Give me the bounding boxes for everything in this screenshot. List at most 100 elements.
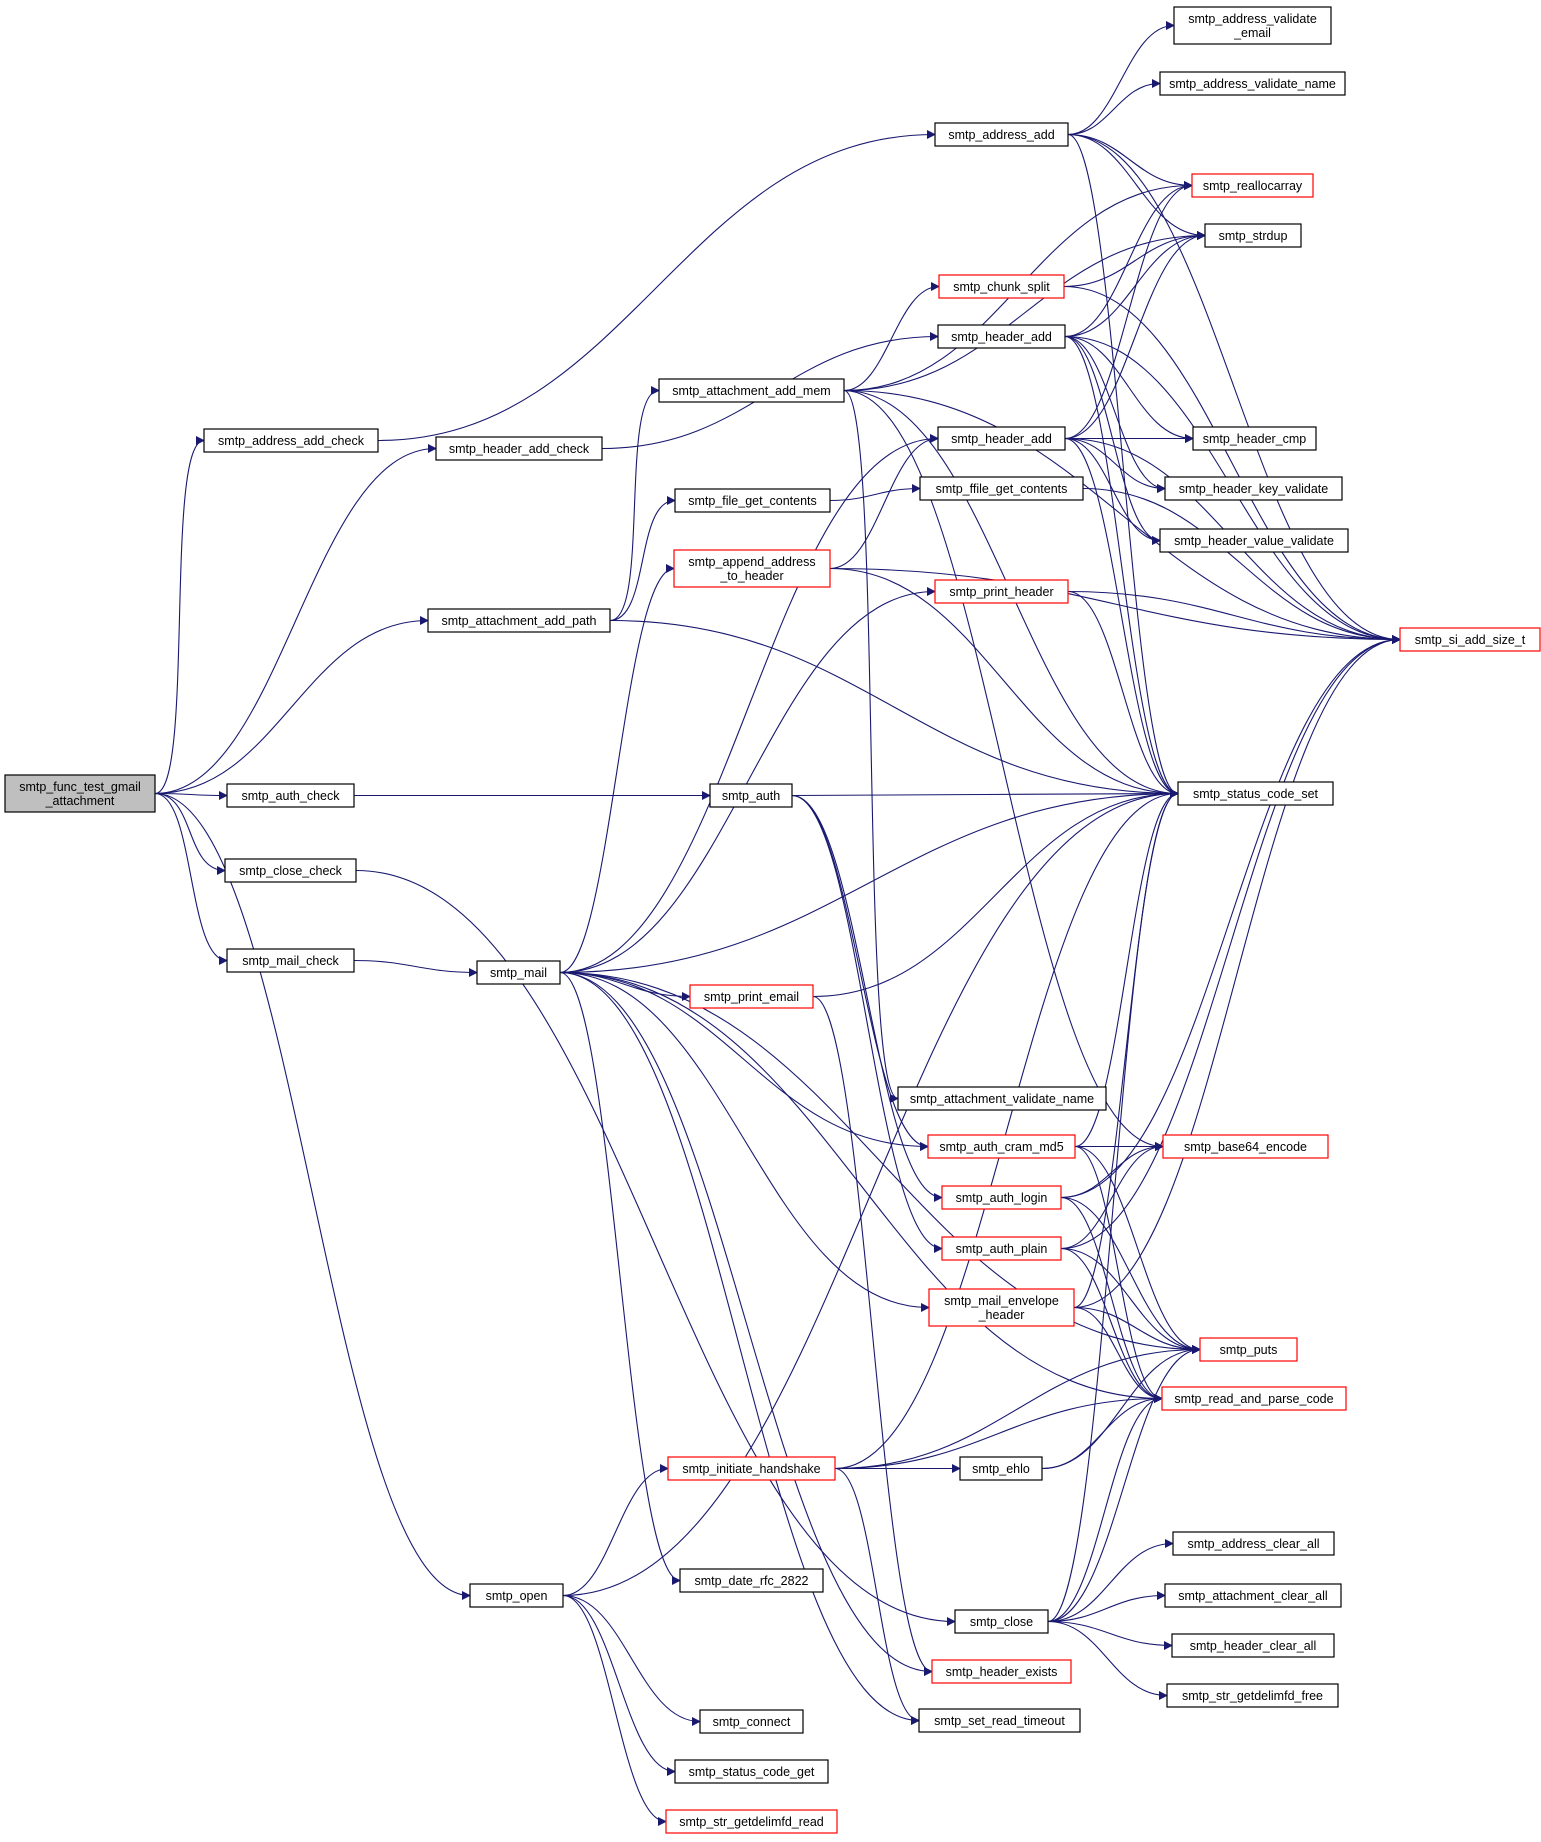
node-label: smtp_open — [486, 1589, 548, 1603]
edge-mail-to-append_address — [559, 564, 675, 974]
edge-auth-to-status_code_set — [791, 789, 1179, 799]
edge-mail-to-status_code_set — [559, 789, 1179, 974]
node-initiate-handshake[interactable]: smtp_initiate_handshake — [667, 1456, 836, 1481]
node-status-code-set[interactable]: smtp_status_code_set — [1177, 781, 1334, 806]
node-connect[interactable]: smtp_connect — [699, 1709, 804, 1734]
node-close[interactable]: smtp_close — [954, 1609, 1049, 1634]
edge-auth_cram_md5-to-puts — [1074, 1145, 1201, 1354]
node-header-value-validate[interactable]: smtp_header_value_validate — [1159, 528, 1349, 553]
node-label: smtp_address_add_check — [218, 434, 365, 448]
edge-root-to-address_add_check — [154, 436, 205, 795]
node-str-getdelimfd-free[interactable]: smtp_str_getdelimfd_free — [1166, 1683, 1339, 1708]
edge-ehlo-to-read_and_parse_code — [1041, 1394, 1163, 1470]
node-ehlo[interactable]: smtp_ehlo — [959, 1456, 1043, 1481]
node-box — [1399, 627, 1541, 652]
node-label: _attachment — [45, 794, 115, 808]
node-auth-cram-md5[interactable]: smtp_auth_cram_md5 — [927, 1134, 1076, 1159]
node-box — [928, 1288, 1075, 1327]
edge-auth_login-to-read_and_parse_code — [1060, 1196, 1163, 1403]
node-header-clear-all[interactable]: smtp_header_clear_all — [1171, 1633, 1335, 1658]
node-auth[interactable]: smtp_auth — [709, 783, 793, 808]
node-strdup[interactable]: smtp_strdup — [1204, 223, 1302, 248]
edge-attachment_add_mem-to-chunk_split — [843, 282, 940, 392]
node-si-add-size-t[interactable]: smtp_si_add_size_t — [1399, 627, 1541, 652]
edge-close-to-str_getdelimfd_free — [1047, 1620, 1168, 1700]
edge-auth_plain-to-read_and_parse_code — [1060, 1247, 1163, 1403]
node-box — [1161, 1386, 1347, 1411]
node-address-validate-email[interactable]: smtp_address_validate_email — [1173, 6, 1332, 45]
edge-close_check-to-close — [355, 869, 956, 1626]
node-print-email[interactable]: smtp_print_email — [689, 984, 814, 1009]
node-header-add-1[interactable]: smtp_header_add — [937, 324, 1066, 349]
node-box — [679, 1568, 824, 1593]
edge-initiate_handshake-to-read_and_parse_code — [834, 1394, 1163, 1470]
node-base64-encode[interactable]: smtp_base64_encode — [1162, 1134, 1329, 1159]
edge-root-to-header_add_check — [154, 444, 437, 795]
edge-mail-to-header_exists — [559, 971, 933, 1676]
node-mail[interactable]: smtp_mail — [476, 960, 561, 985]
node-auth-plain[interactable]: smtp_auth_plain — [941, 1236, 1062, 1261]
node-box — [954, 1609, 1049, 1634]
node-header-add-2[interactable]: smtp_header_add — [937, 426, 1066, 451]
node-attachment-clear-all[interactable]: smtp_attachment_clear_all — [1164, 1583, 1342, 1608]
node-label: smtp_header_clear_all — [1190, 1639, 1316, 1653]
edge-append_address-to-status_code_set — [829, 567, 1179, 798]
node-label: smtp_func_test_gmail — [19, 780, 141, 794]
node-label: smtp_auth — [722, 789, 780, 803]
node-label: smtp_header_value_validate — [1174, 534, 1334, 548]
node-box — [1164, 476, 1343, 501]
node-box — [931, 1659, 1072, 1684]
node-box — [699, 1709, 804, 1734]
node-read-and-parse-code[interactable]: smtp_read_and_parse_code — [1161, 1386, 1347, 1411]
node-label: smtp_status_code_get — [689, 1765, 815, 1779]
node-address-add-check[interactable]: smtp_address_add_check — [203, 428, 379, 453]
edge-attachment_add_mem-to-attachment_validate_name — [843, 389, 899, 1103]
node-header-add-check[interactable]: smtp_header_add_check — [435, 436, 603, 461]
node-box — [927, 1134, 1076, 1159]
edge-mail-to-puts — [559, 971, 1201, 1354]
node-mail-check[interactable]: smtp_mail_check — [226, 948, 355, 973]
node-address-validate-name[interactable]: smtp_address_validate_name — [1159, 71, 1346, 96]
node-box — [689, 984, 814, 1009]
edge-header_add_1-to-status_code_set — [1064, 335, 1179, 798]
node-box — [709, 783, 793, 808]
node-status-code-get[interactable]: smtp_status_code_get — [674, 1759, 829, 1784]
node-root[interactable]: smtp_func_test_gmail_attachment — [4, 774, 156, 813]
node-append-address[interactable]: smtp_append_address_to_header — [673, 549, 831, 588]
node-box — [667, 1456, 836, 1481]
node-box — [469, 1583, 564, 1608]
node-address-clear-all[interactable]: smtp_address_clear_all — [1172, 1531, 1335, 1556]
node-auth-check[interactable]: smtp_auth_check — [226, 783, 355, 808]
edge-header_add_2-to-strdup — [1064, 231, 1206, 440]
node-reallocarray[interactable]: smtp_reallocarray — [1191, 173, 1314, 198]
node-date-rfc-2822[interactable]: smtp_date_rfc_2822 — [679, 1568, 824, 1593]
edge-header_add_2-to-header_value_validate — [1064, 437, 1161, 545]
node-attachment-add-mem[interactable]: smtp_attachment_add_mem — [658, 378, 845, 403]
node-address-add[interactable]: smtp_address_add — [934, 122, 1069, 147]
node-close-check[interactable]: smtp_close_check — [224, 858, 357, 883]
node-attachment-validate-name[interactable]: smtp_attachment_validate_name — [897, 1086, 1107, 1111]
node-puts[interactable]: smtp_puts — [1199, 1337, 1298, 1362]
node-str-getdelimfd-read[interactable]: smtp_str_getdelimfd_read — [665, 1809, 838, 1834]
node-open[interactable]: smtp_open — [469, 1583, 564, 1608]
node-box — [918, 1708, 1081, 1733]
node-ffile-get-contents[interactable]: smtp_ffile_get_contents — [919, 476, 1084, 501]
node-label: smtp_status_code_set — [1193, 787, 1319, 801]
edge-close-to-address_clear_all — [1047, 1539, 1174, 1623]
node-box — [665, 1809, 838, 1834]
node-mail-envelope-header[interactable]: smtp_mail_envelope_header — [928, 1288, 1075, 1327]
node-header-cmp[interactable]: smtp_header_cmp — [1192, 426, 1317, 451]
node-label: smtp_header_add — [951, 330, 1052, 344]
node-set-read-timeout[interactable]: smtp_set_read_timeout — [918, 1708, 1081, 1733]
node-attachment-add-path[interactable]: smtp_attachment_add_path — [427, 608, 611, 633]
node-auth-login[interactable]: smtp_auth_login — [941, 1185, 1062, 1210]
node-chunk-split[interactable]: smtp_chunk_split — [938, 274, 1065, 299]
edge-auth-to-auth_login — [791, 794, 943, 1202]
node-file-get-contents[interactable]: smtp_file_get_contents — [674, 488, 831, 513]
node-label: smtp_strdup — [1219, 229, 1288, 243]
node-print-header[interactable]: smtp_print_header — [934, 579, 1069, 604]
node-box — [959, 1456, 1043, 1481]
node-header-exists[interactable]: smtp_header_exists — [931, 1659, 1072, 1684]
node-header-key-validate[interactable]: smtp_header_key_validate — [1164, 476, 1343, 501]
node-label: smtp_print_email — [704, 990, 799, 1004]
